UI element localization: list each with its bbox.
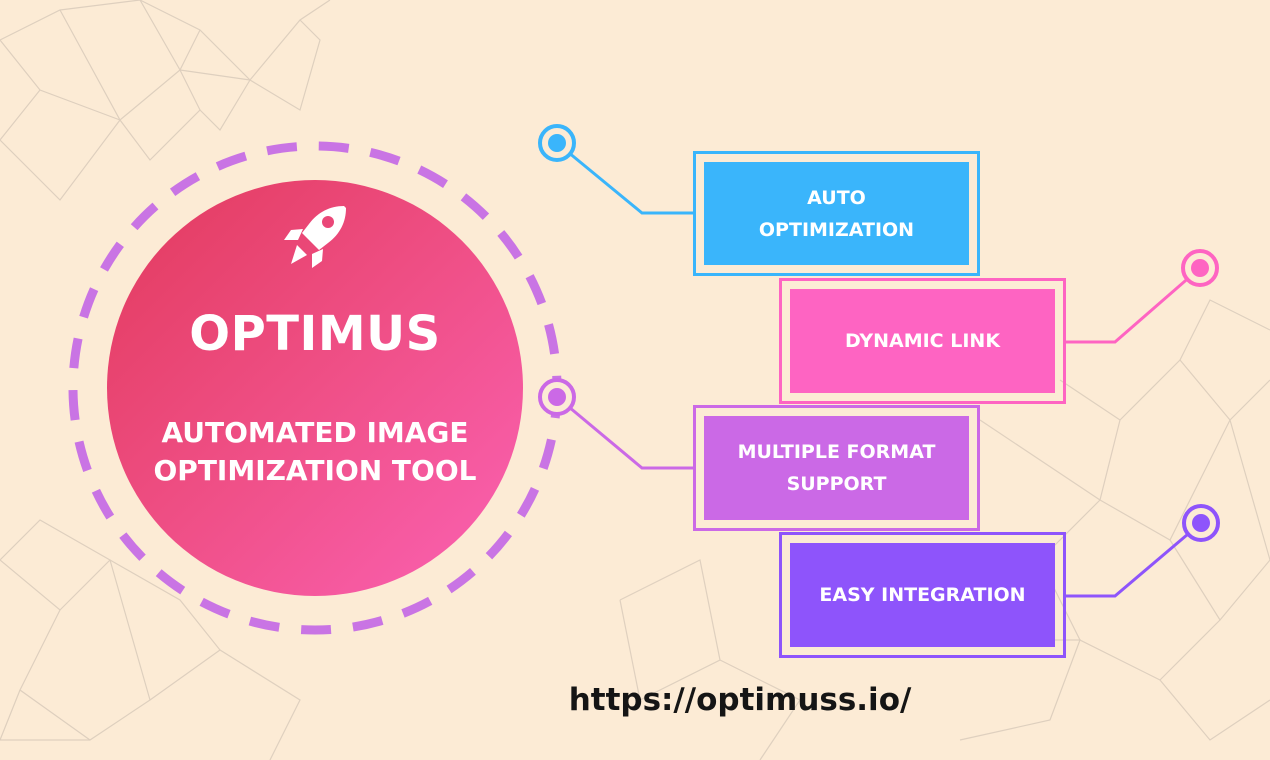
subtitle-line-1: AUTOMATED IMAGE	[161, 416, 469, 449]
product-subtitle: AUTOMATED IMAGE OPTIMIZATION TOOL	[127, 414, 503, 490]
rocket-icon	[284, 206, 346, 268]
connector-multiple-dot	[538, 378, 576, 416]
connector-auto-line	[556, 141, 695, 215]
connector-dynamic-dot	[1181, 249, 1219, 287]
feature-label: EASY INTEGRATION	[819, 584, 1026, 606]
feature-dynamic-link: DYNAMIC LINK	[779, 278, 1066, 404]
website-url[interactable]: https://optimuss.io/	[568, 682, 912, 718]
feature-label: DYNAMIC LINK	[844, 330, 1001, 352]
main-circle	[107, 180, 523, 596]
connector-multiple-line	[556, 395, 695, 470]
connector-easy-dot	[1182, 504, 1220, 542]
subtitle-line-2: OPTIMIZATION TOOL	[153, 454, 477, 487]
connector-easy-line	[1063, 521, 1202, 598]
connector-dynamic-line	[1063, 266, 1201, 344]
connector-auto-dot	[538, 124, 576, 162]
feature-easy-integration: EASY INTEGRATION	[779, 532, 1066, 658]
product-title: OPTIMUS	[189, 306, 441, 362]
